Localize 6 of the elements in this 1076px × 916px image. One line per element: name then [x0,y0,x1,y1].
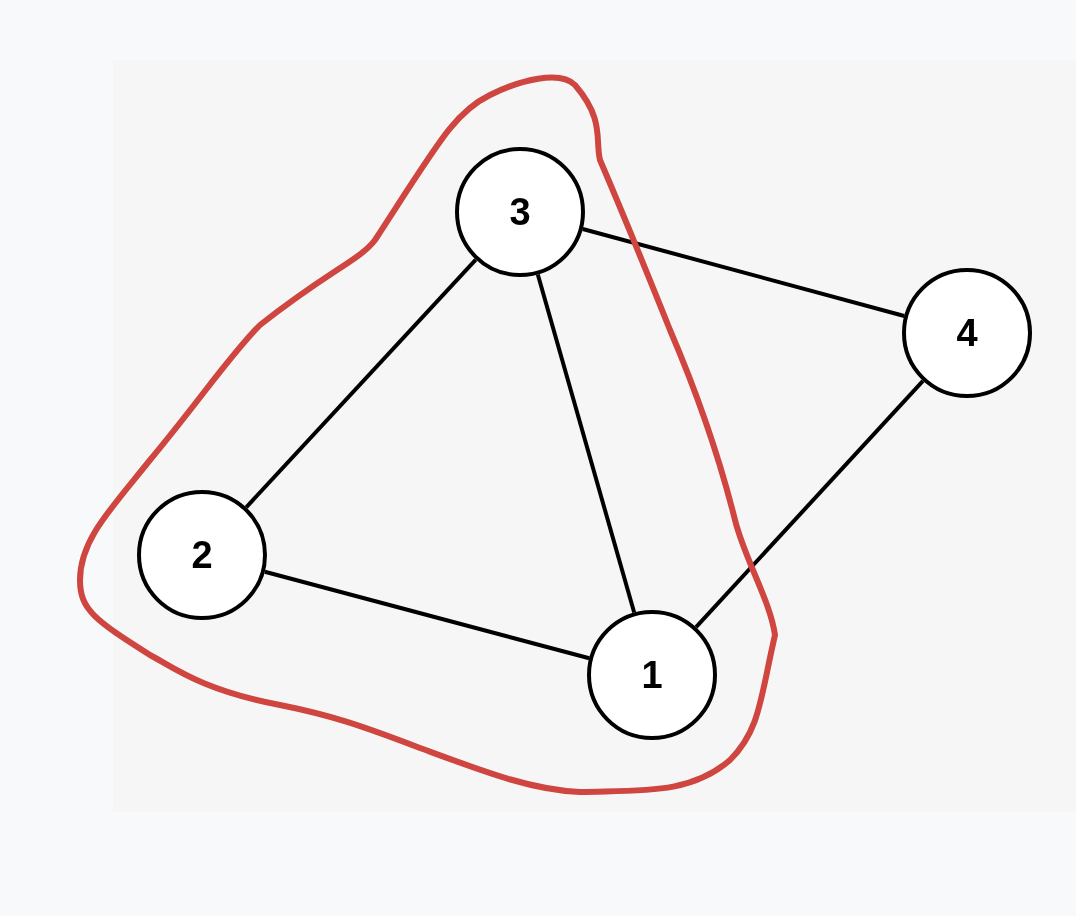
connector-line [694,379,925,629]
node-number: 4 [956,310,978,356]
node-number: 3 [509,189,531,235]
node-number: 1 [641,652,663,698]
node-number: 2 [191,532,213,578]
connector-line [244,258,478,509]
